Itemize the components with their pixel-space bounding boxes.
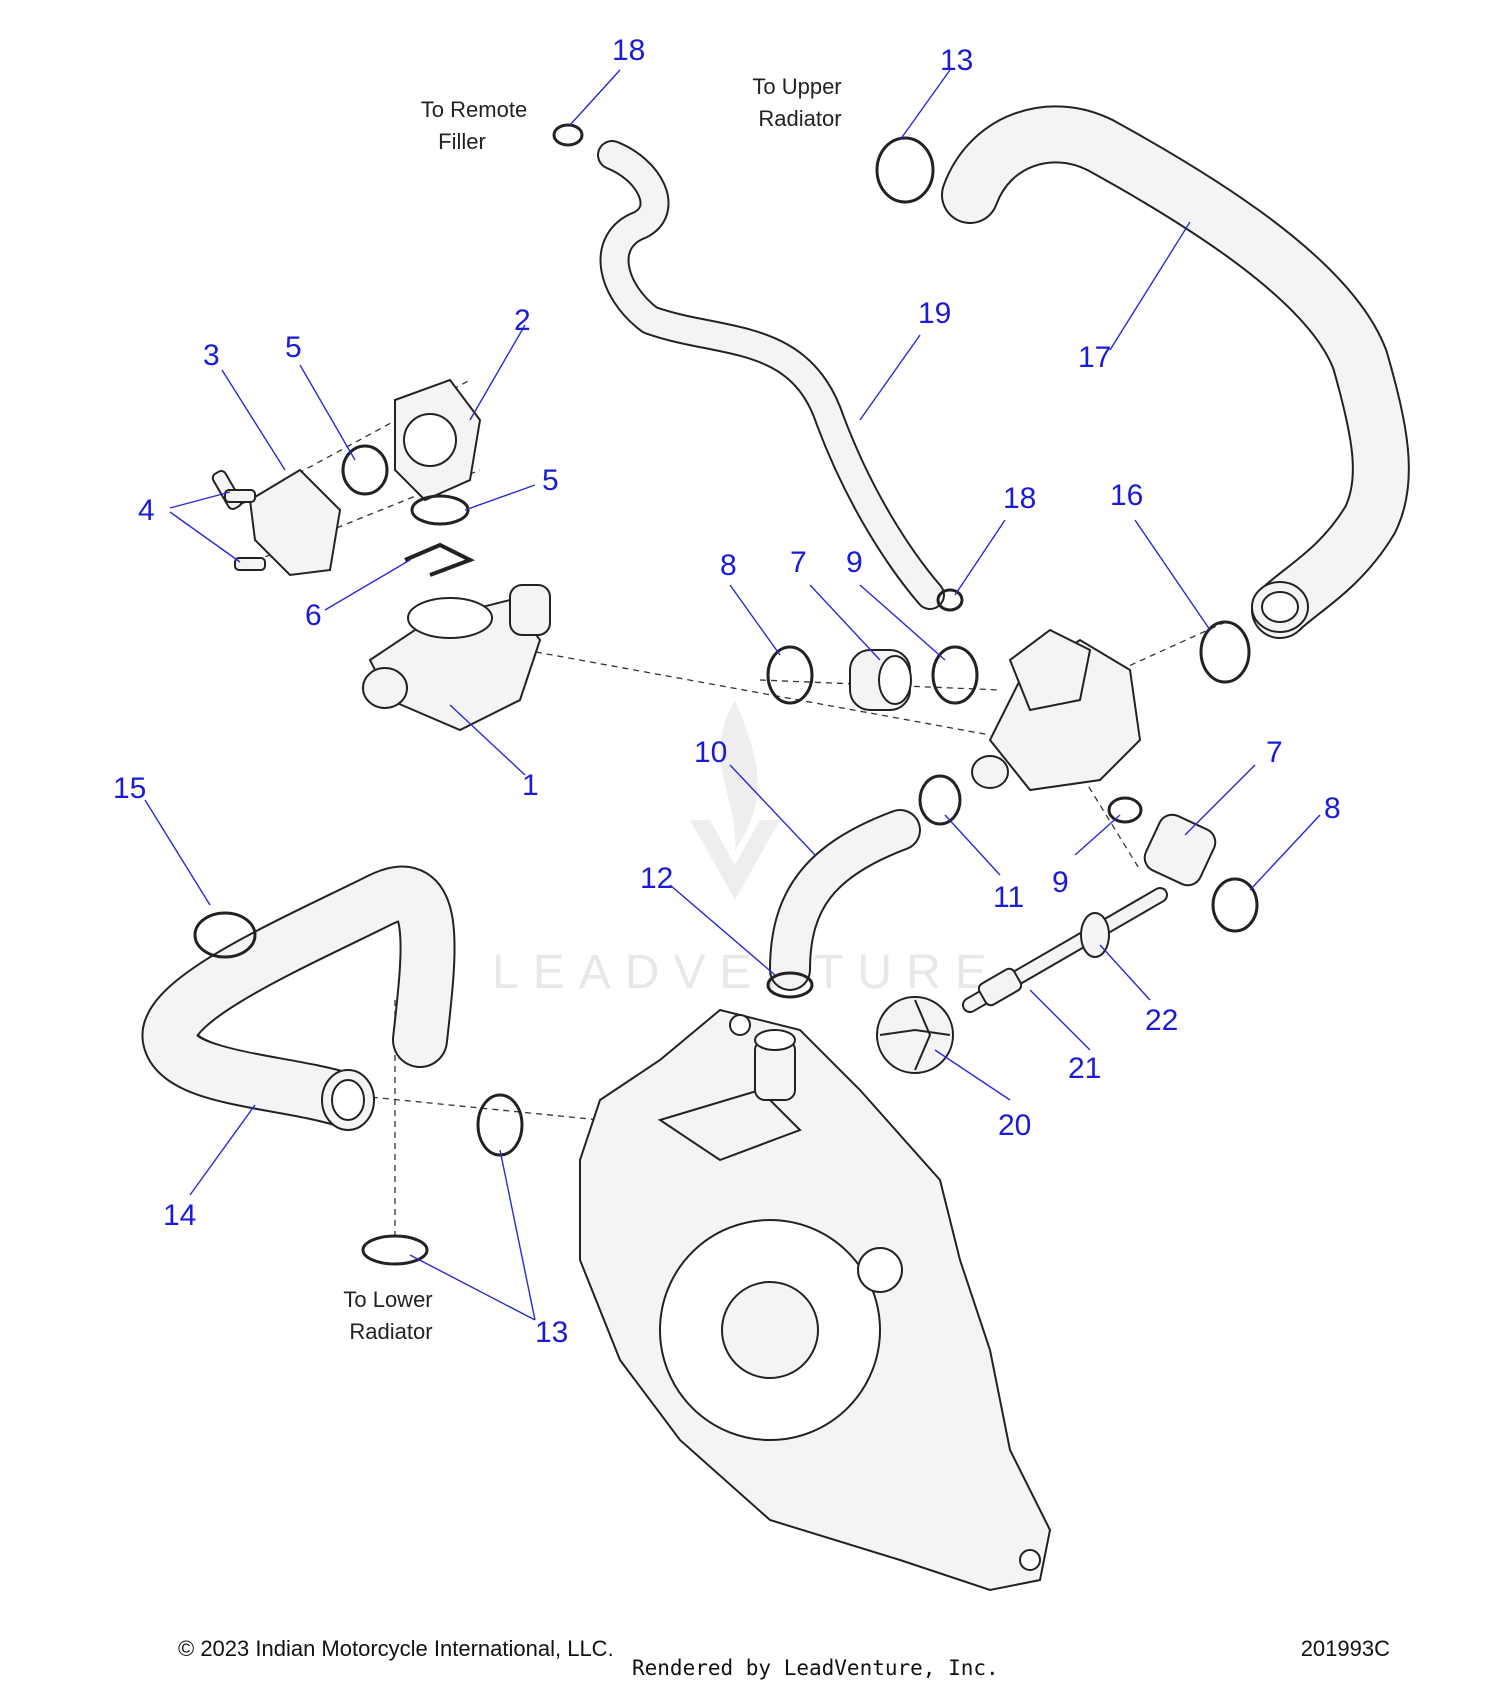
callout-6: 6 xyxy=(305,599,322,632)
clamp-8b xyxy=(1211,877,1259,933)
clamp-16 xyxy=(1199,620,1251,684)
clamp-9a xyxy=(931,645,979,705)
bolts-4 xyxy=(224,489,266,571)
callout-13b: 13 xyxy=(535,1316,568,1349)
callout-14: 14 xyxy=(163,1199,196,1232)
note-remote-filler-line1: To Remote xyxy=(421,97,527,122)
clamp-13b xyxy=(476,1093,524,1157)
callout-18b: 18 xyxy=(1003,482,1036,515)
clamp-13c xyxy=(361,1234,429,1266)
coupler-7b xyxy=(1143,813,1217,887)
callout-22: 22 xyxy=(1145,1004,1178,1037)
clamp-9b xyxy=(1107,796,1143,824)
note-upper-radiator-line2: Radiator xyxy=(758,106,841,131)
callout-13a: 13 xyxy=(940,44,973,77)
callout-5b: 5 xyxy=(542,464,559,497)
diagram-code: 201993C xyxy=(1300,1636,1390,1661)
callout-19: 19 xyxy=(918,297,951,330)
callout-9a: 9 xyxy=(846,546,863,579)
callout-4: 4 xyxy=(138,494,155,527)
callout-7a: 7 xyxy=(790,546,807,579)
callout-5a: 5 xyxy=(285,331,302,364)
note-lower-radiator-line2: Radiator xyxy=(349,1319,432,1344)
watermark-text: LEADVENTURE xyxy=(492,946,1001,999)
hose-17 xyxy=(941,105,1410,639)
clamp-18b xyxy=(936,588,964,612)
callout-7b: 7 xyxy=(1266,736,1283,769)
callout-17: 17 xyxy=(1078,341,1111,374)
note-remote-filler-line2: Filler xyxy=(438,129,486,154)
callout-9b: 9 xyxy=(1052,866,1069,899)
note-upper-radiator-line1: To Upper xyxy=(752,74,841,99)
clamp-12 xyxy=(766,971,814,999)
callouts: 18 13 2 3 5 5 4 6 1 19 17 18 16 8 7 9 10… xyxy=(113,34,1341,1349)
water-pump-cover xyxy=(579,1008,1052,1592)
callout-15: 15 xyxy=(113,772,146,805)
callout-16: 16 xyxy=(1110,479,1143,512)
clamp-8a xyxy=(766,645,814,705)
impeller-20 xyxy=(876,996,954,1074)
clamp-15 xyxy=(193,911,257,959)
o-ring-5a xyxy=(341,444,389,496)
callout-8b: 8 xyxy=(1324,792,1341,825)
o-ring-5b xyxy=(410,494,470,526)
clamps xyxy=(193,123,1259,1266)
callout-8a: 8 xyxy=(720,549,737,582)
clip-6 xyxy=(404,542,475,577)
thermostat-housing-1 xyxy=(362,584,551,732)
callout-12: 12 xyxy=(640,862,673,895)
callout-3: 3 xyxy=(203,339,220,372)
clamp-11 xyxy=(918,774,962,826)
routing-notes: To Remote Filler To Upper Radiator To Lo… xyxy=(343,74,841,1344)
thermostat-cover-3 xyxy=(211,468,342,577)
thermostat-assembly-right xyxy=(971,628,1142,792)
callout-20: 20 xyxy=(998,1109,1031,1142)
callout-10: 10 xyxy=(694,736,727,769)
hose-19 xyxy=(597,140,945,610)
callout-1: 1 xyxy=(522,769,539,802)
clamp-18a xyxy=(552,123,584,147)
callout-2: 2 xyxy=(514,304,531,337)
shaft-21 xyxy=(962,887,1168,1013)
callout-18a: 18 xyxy=(612,34,645,67)
housing-2 xyxy=(394,378,482,502)
seal-22 xyxy=(1080,912,1110,958)
leader-lines xyxy=(144,69,1321,1321)
leadventure-watermark: LEADVENTURE xyxy=(492,700,1001,999)
coupler-7a xyxy=(849,649,912,711)
hose-10 xyxy=(769,809,921,991)
hose-14 xyxy=(141,865,456,1131)
rendered-by-text: Rendered by LeadVenture, Inc. xyxy=(632,1656,999,1680)
callout-21: 21 xyxy=(1068,1052,1101,1085)
note-lower-radiator-line1: To Lower xyxy=(343,1287,432,1312)
copyright-text: © 2023 Indian Motorcycle International, … xyxy=(178,1636,614,1661)
clamp-13a xyxy=(875,136,935,204)
callout-11: 11 xyxy=(993,881,1024,914)
